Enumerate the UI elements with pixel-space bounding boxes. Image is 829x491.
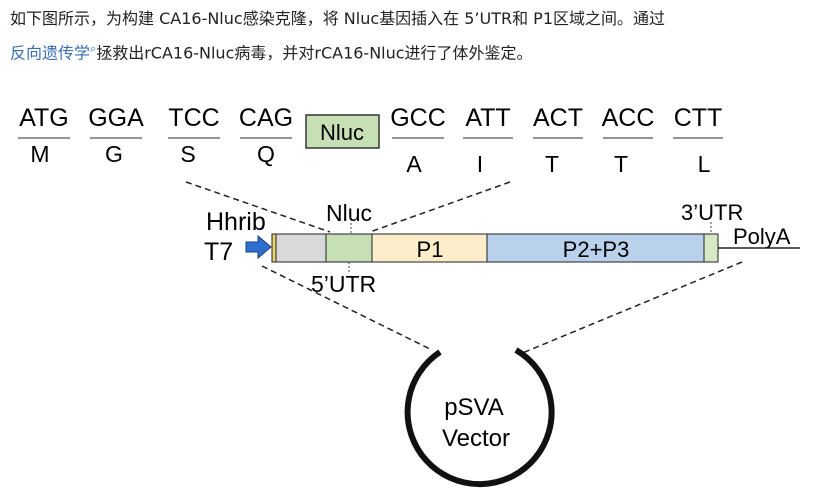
codon-text: CAG <box>239 104 293 132</box>
segment-3utr <box>703 233 719 263</box>
amino-acid-text: T <box>614 151 628 177</box>
nluc-insert-label: Nluc <box>320 120 364 145</box>
codon-text: TCC <box>168 104 219 132</box>
amino-acid-text: S <box>180 141 195 167</box>
nluc-insert-rect <box>305 114 380 149</box>
codon-tcc: TCC S <box>168 104 220 167</box>
reverse-genetics-link[interactable]: 反向遗传学 <box>10 43 91 63</box>
paragraph-line-2-rest: 拯救出rCA16-Nluc病毒，并对rCA16-Nluc进行了体外鉴定。 <box>96 43 533 63</box>
p2p3-label: P2+P3 <box>563 237 630 262</box>
codon-text: CTT <box>674 104 723 132</box>
nluc-region-label: Nluc <box>326 200 372 226</box>
zoom-line-right <box>369 181 511 233</box>
codon-gcc: GCC A <box>390 104 446 177</box>
amino-acid-text: G <box>105 141 123 167</box>
intro-paragraph: 如下图所示，为构建 CA16-Nluc感染克隆，将 Nluc基因插入在 5’UT… <box>10 4 825 68</box>
amino-acid-text: T <box>545 151 559 177</box>
t7-arrow-shape <box>245 234 272 260</box>
codon-text: GGA <box>88 104 144 132</box>
segment-nluc <box>325 233 373 263</box>
utr5-label: 5’UTR <box>311 271 376 297</box>
vector-line-left <box>261 265 433 351</box>
hhrib-label: Hhrib <box>206 208 266 236</box>
vector-label-line2: Vector <box>442 425 510 452</box>
p1-label: P1 <box>417 237 444 262</box>
codon-cag: CAG Q <box>239 104 293 167</box>
segment-5utr <box>275 233 327 263</box>
nluc-insert-box: Nluc <box>305 114 380 149</box>
vector-line-right <box>519 261 743 355</box>
codon-att: ATT I <box>463 104 513 177</box>
utr3-label: 3’UTR <box>681 200 743 225</box>
segment-hhrib <box>271 233 277 263</box>
search-icon[interactable]: ⌕ <box>90 42 97 55</box>
vector-label-line1: pSVA <box>444 394 504 421</box>
codon-act: ACT T <box>533 104 583 177</box>
codon-text: ACC <box>602 104 655 132</box>
codon-acc: ACC T <box>602 104 655 177</box>
t7-label: T7 <box>204 238 233 266</box>
codon-row: ATG M GGA G TCC S CAG Q Nluc GCC A <box>18 104 723 177</box>
codon-text: ATT <box>465 104 510 132</box>
paragraph-line-2: 反向遗传学⌕拯救出rCA16-Nluc病毒，并对rCA16-Nluc进行了体外鉴… <box>10 34 825 68</box>
amino-acid-text: I <box>477 151 483 177</box>
amino-acid-text: L <box>698 151 711 177</box>
codon-text: ACT <box>533 104 583 132</box>
codon-text: GCC <box>390 104 446 132</box>
amino-acid-text: Q <box>257 141 275 167</box>
zoom-line-left <box>185 181 331 233</box>
codon-ctt: CTT L <box>673 104 723 177</box>
codon-atg: ATG M <box>18 104 70 167</box>
vector-plasmid-arc <box>404 347 555 488</box>
construct-bar: P1 P2+P3 <box>271 233 800 263</box>
codon-gga: GGA G <box>88 104 144 167</box>
t7-arrow-icon <box>245 234 272 260</box>
amino-acid-text: A <box>406 151 422 177</box>
polya-label: PolyA <box>733 224 791 249</box>
paragraph-line-1: 如下图所示，为构建 CA16-Nluc感染克隆，将 Nluc基因插入在 5’UT… <box>10 9 665 28</box>
codon-text: ATG <box>19 104 69 132</box>
amino-acid-text: M <box>30 141 49 167</box>
